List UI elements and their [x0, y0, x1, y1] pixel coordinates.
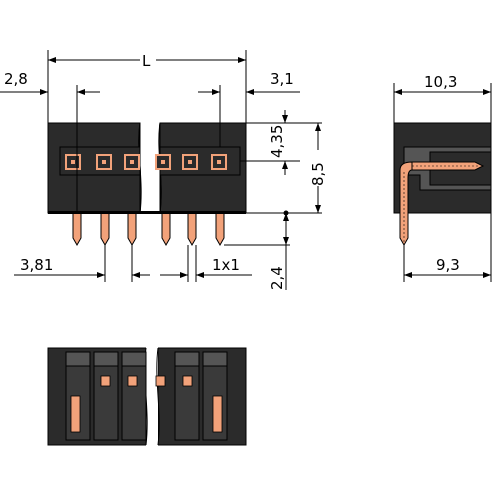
- dim-side-depth-top: 10,3: [424, 73, 457, 91]
- contact: [127, 375, 138, 387]
- front-view: [47, 122, 247, 247]
- pin: [161, 212, 171, 247]
- pin: [100, 212, 110, 247]
- contact: [100, 375, 111, 387]
- dim-overall-length: L: [142, 52, 151, 70]
- bottom-housing-right: [157, 347, 247, 446]
- bottom-view: [47, 346, 247, 447]
- dim-right-offset: 3,1: [270, 70, 294, 88]
- dim-pin-size: 1x1: [212, 256, 240, 274]
- dim-left-offset: 2,8: [4, 70, 28, 88]
- pin: [127, 212, 137, 247]
- contact: [212, 395, 223, 433]
- dim-pin-pitch: 3,81: [20, 256, 53, 274]
- front-dimensions: L 2,8 3,1 4,35 8,5 3,81: [0, 50, 328, 290]
- contact: [155, 375, 166, 387]
- contact: [70, 395, 81, 433]
- dim-pin-height: 4,35: [268, 125, 286, 158]
- socket-strip-right: [159, 146, 241, 176]
- pin: [187, 212, 197, 247]
- pins-below: [72, 212, 225, 247]
- side-view: [393, 122, 492, 247]
- side-dimensions: 10,3 9,3: [393, 73, 492, 282]
- dim-pin-length-below: 2,4: [268, 266, 286, 290]
- dim-side-depth-bottom: 9,3: [436, 256, 460, 274]
- contact: [182, 375, 193, 387]
- pin: [215, 212, 225, 247]
- bottom-contacts: [70, 375, 223, 433]
- dim-overall-height: 8,5: [309, 162, 327, 186]
- pin: [72, 212, 82, 247]
- side-pin-vertical: [399, 161, 413, 247]
